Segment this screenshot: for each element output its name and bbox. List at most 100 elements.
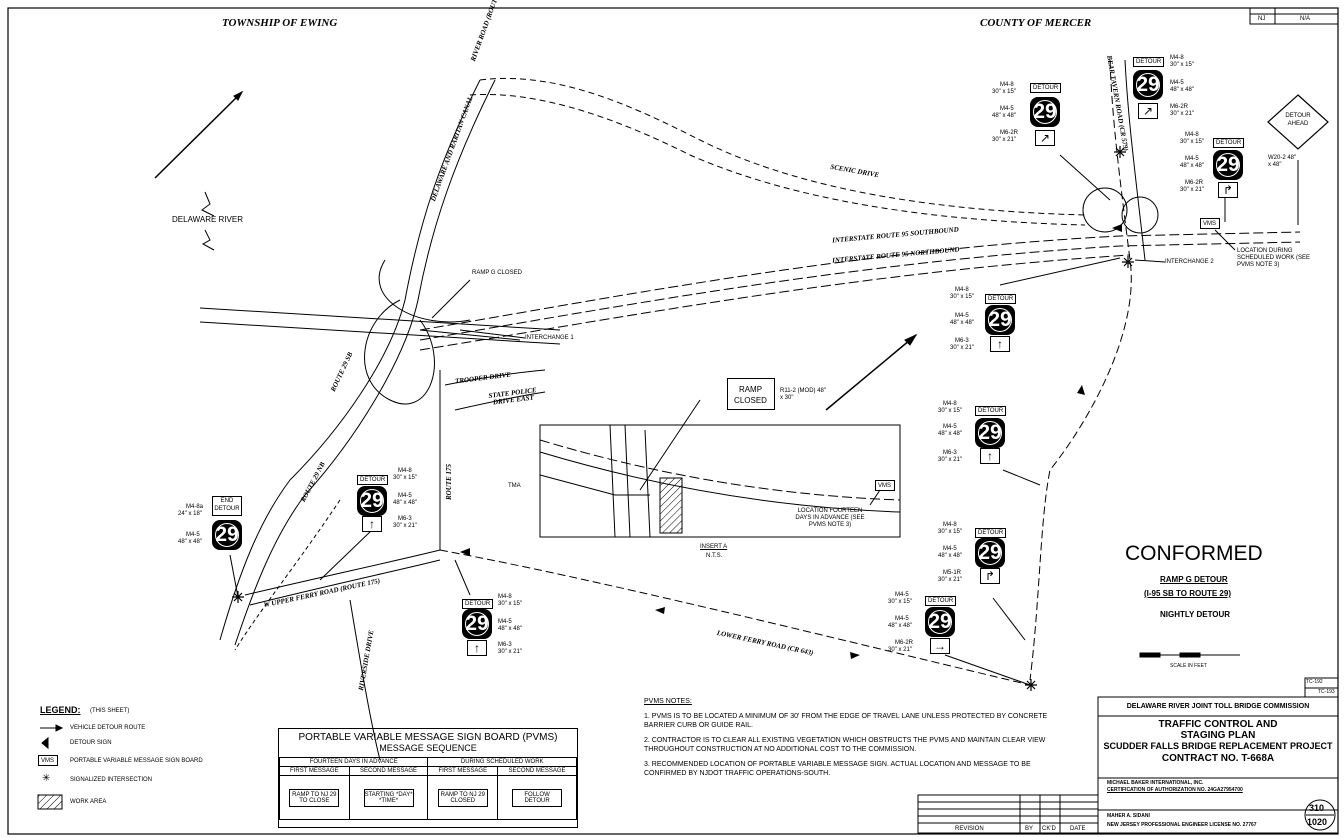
detour-ahead-sign: DETOUR AHEAD	[1285, 113, 1311, 127]
detour-subtitle: (I-95 SB TO ROUTE 29)	[1144, 589, 1231, 598]
tc-tab-1: TC-192	[1306, 679, 1323, 685]
sign-size: 30" x 15"	[393, 475, 417, 481]
sign-size: 30" x 21"	[938, 577, 962, 583]
up-arrow-icon: ↑	[467, 640, 487, 656]
sign-size: 30" x 15"	[950, 294, 974, 300]
sign-code: M6-3	[943, 450, 957, 456]
state-value: NJ	[1258, 16, 1266, 22]
sign-code: M6-2R	[1185, 180, 1204, 186]
turn-right-arrow-icon: ↱	[980, 568, 1000, 584]
delaware-river-label: DELAWARE RIVER	[172, 215, 243, 224]
total-sheets: 1020	[1307, 817, 1328, 827]
sign-size: 30" x 15"	[1180, 139, 1204, 145]
sign-size: 30" x 21"	[992, 137, 1016, 143]
scale-label: SCALE IN FEET	[1170, 663, 1207, 669]
vms-insert-marker: VMS	[875, 480, 895, 491]
sign-code: M4-8	[943, 401, 957, 407]
sign-size: 30" x 21"	[950, 345, 974, 351]
nts-label: N.T.S.	[706, 553, 723, 559]
certification: CERTIFICATION OF AUTHORIZATION NO. 24GA2…	[1107, 787, 1243, 793]
second-message-header: SECOND MESSAGE	[497, 766, 577, 776]
sign-size: 48" x 48"	[992, 113, 1016, 119]
sign-code: M4-8	[943, 522, 957, 528]
message-cell: RAMP TO NJ 29 TO CLOSE	[279, 775, 350, 820]
turn-right-arrow-icon: ↱	[1218, 182, 1238, 198]
sign-size: 30" x 15"	[992, 89, 1016, 95]
sign-size: 48" x 48"	[938, 553, 962, 559]
sign-code: M4-5	[943, 546, 957, 552]
up-arrow-icon: ↑	[980, 448, 1000, 464]
sign-code: M4-5	[186, 532, 200, 538]
contract-number: CONTRACT NO. T-668A	[1161, 753, 1275, 764]
pvms-note-2: 2. CONTRACTOR IS TO CLEAR ALL EXISTING V…	[644, 737, 1046, 753]
sign-size: 48" x 48"	[888, 623, 912, 629]
diagonal-arrow-icon: ↗	[1138, 103, 1158, 119]
sign-size: 30" x 21"	[938, 457, 962, 463]
sign-size: 30" x 21"	[888, 647, 912, 653]
plan-title-2: STAGING PLAN	[1180, 730, 1256, 741]
legend-item: DETOUR SIGN	[70, 740, 112, 746]
by-header: BY	[1025, 826, 1034, 832]
route-29-shield: 29	[212, 520, 242, 550]
detour-tag: DETOUR	[462, 599, 494, 609]
sign-code: M4-5	[398, 493, 412, 499]
up-arrow-icon: ↑	[362, 516, 382, 532]
detour-tag: DETOUR	[1213, 138, 1245, 148]
sign-size: 30" x 21"	[1170, 111, 1194, 117]
pvms-note-3: 3. RECOMMENDED LOCATION OF PORTABLE VARI…	[644, 761, 1031, 777]
sign-size: 48" x 48"	[1170, 87, 1194, 93]
route-29-shield: 29	[462, 609, 492, 639]
right-arrow-icon: →	[930, 638, 950, 654]
sign-code: M6-3	[398, 516, 412, 522]
detour-tag: DETOUR	[1133, 57, 1165, 67]
col-scheduled-work: DURING SCHEDULED WORK	[427, 757, 577, 767]
sign-size: 30" x 21"	[393, 523, 417, 529]
sign-code: M4-5	[1000, 106, 1014, 112]
sign-code: M6-2R	[1000, 130, 1019, 136]
sign-code: M4-5	[955, 313, 969, 319]
sign-code: M6-3	[498, 642, 512, 648]
detour-title: RAMP G DETOUR	[1160, 575, 1228, 584]
detour-tag: DETOUR	[925, 596, 957, 606]
sign-code: M5-1R	[943, 570, 962, 576]
sign-code: M4-8	[498, 594, 512, 600]
route-29-shield: 29	[1030, 97, 1060, 127]
legend-subtitle: (THIS SHEET)	[90, 708, 130, 714]
sign-size: 30" x 15"	[888, 599, 912, 605]
sign-code: M4-8	[398, 468, 412, 474]
sign-code: M6-3	[955, 338, 969, 344]
sign-size: 30" x 21"	[498, 649, 522, 655]
legend-item: PORTABLE VARIABLE MESSAGE SIGN BOARD	[70, 758, 203, 764]
up-arrow-icon: ↑	[990, 336, 1010, 352]
route-29-shield: 29	[1213, 150, 1243, 180]
detour-tag: DETOUR	[975, 528, 1007, 538]
location-scheduled-label: LOCATION DURING SCHEDULED WORK (SEE PVMS…	[1237, 248, 1311, 268]
sign-size: 30" x 15"	[498, 601, 522, 607]
sign-code: M4-5	[498, 619, 512, 625]
county-label: COUNTY OF MERCER	[980, 17, 1092, 29]
project-name: SCUDDER FALLS BRIDGE REPLACEMENT PROJECT	[1103, 741, 1333, 751]
route-29-shield: 29	[1133, 70, 1163, 100]
sign-code: M4-5	[1170, 80, 1184, 86]
sign-size: 48" x 48"	[1180, 163, 1204, 169]
route-29-shield: 29	[925, 607, 955, 637]
second-message-header: SECOND MESSAGE	[348, 766, 429, 776]
detour-tag: DETOUR	[357, 475, 389, 485]
pvms-table-grid: FOURTEEN DAYS IN ADVANCE DURING SCHEDULE…	[278, 757, 577, 820]
legend-item: WORK AREA	[70, 799, 107, 805]
legend-item: SIGNALIZED INTERSECTION	[70, 777, 153, 783]
signal-icon: ✳	[42, 773, 51, 784]
sign-code: M4-8	[1000, 82, 1014, 88]
ramp-g-closed-label: RAMP G CLOSED	[472, 270, 522, 276]
license-number: NEW JERSEY PROFESSIONAL ENGINEER LICENSE…	[1107, 822, 1257, 828]
route-29-shield: 29	[357, 486, 387, 516]
sign-size: 30" x 15"	[1170, 62, 1194, 68]
nightly-detour-label: NIGHTLY DETOUR	[1160, 610, 1231, 619]
first-message-header: FIRST MESSAGE	[427, 766, 499, 776]
sign-size: 48" x 48"	[498, 626, 522, 632]
route-29-shield: 29	[975, 418, 1005, 448]
township-label: TOWNSHIP OF EWING	[222, 17, 338, 29]
sign-size: 48" x 48"	[938, 431, 962, 437]
